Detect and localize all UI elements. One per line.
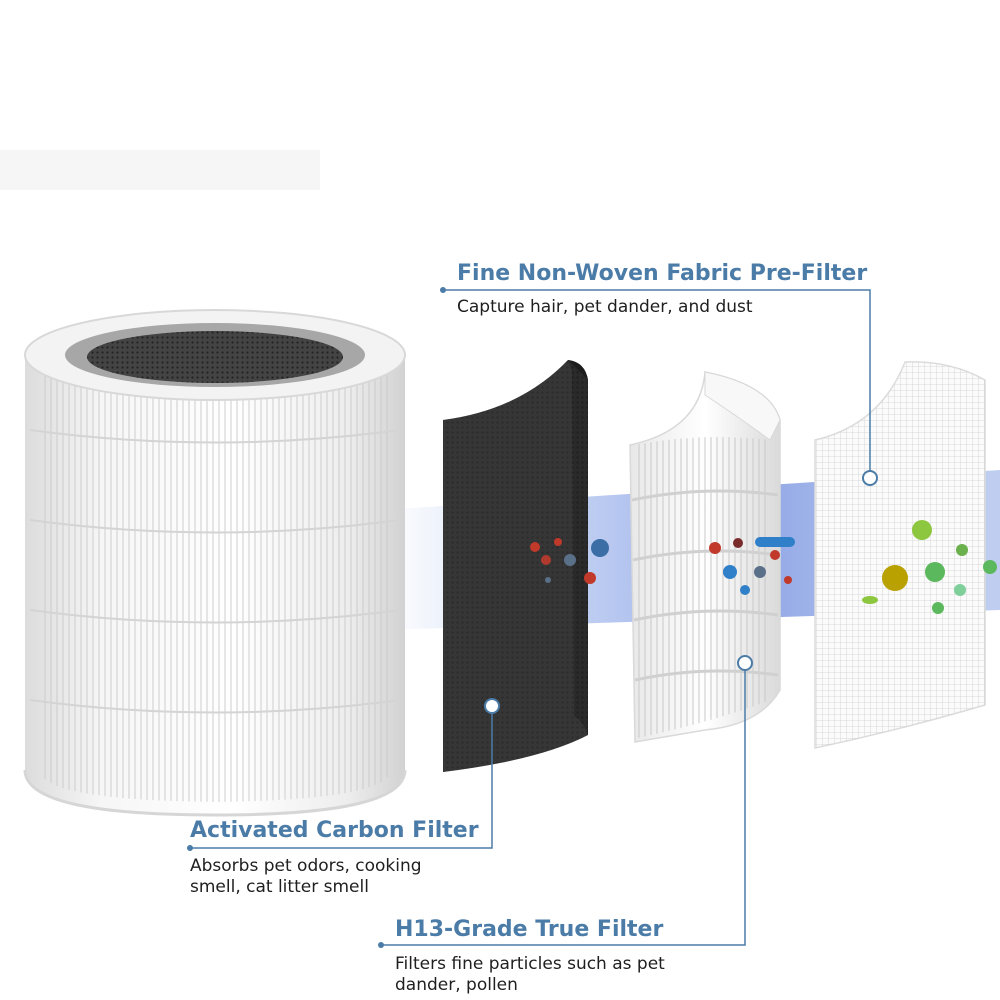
carbon-filter-description: Absorbs pet odors, cooking smell, cat li…	[190, 856, 422, 897]
prefilter-mesh	[814, 361, 986, 749]
callout-lines	[190, 289, 871, 946]
particles-pollen	[862, 520, 997, 614]
prefilter-description: Capture hair, pet dander, and dust	[457, 297, 753, 317]
prefilter-title: Fine Non-Woven Fabric Pre-Filter	[457, 261, 868, 286]
carbon-filter-sheet	[443, 360, 588, 772]
particles-fine	[709, 537, 795, 595]
hepa-filter-description: Filters fine particles such as pet dande…	[395, 954, 665, 995]
background-shadow	[0, 150, 320, 190]
cylinder-filter	[23, 309, 407, 817]
callout-dots	[187, 287, 446, 948]
hepa-filter-title: H13-Grade True Filter	[395, 917, 664, 942]
carbon-filter-title: Activated Carbon Filter	[190, 818, 479, 843]
callout-markers	[484, 470, 878, 714]
hepa-filter-section	[629, 371, 781, 743]
particles-odor	[530, 538, 609, 584]
